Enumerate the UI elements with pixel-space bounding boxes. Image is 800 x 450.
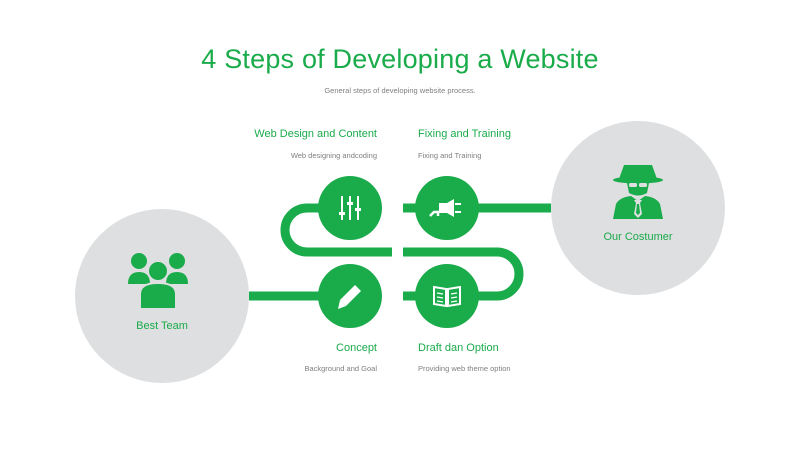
step-desc-draft: Providing web theme option [418,364,511,373]
our-costumer-label: Our Costumer [603,231,673,243]
step-desc-web-design: Web designing andcoding [290,151,377,160]
team-icon [128,253,188,310]
pencil-icon [338,285,361,309]
step-title-concept: Concept [336,342,377,354]
plug-icon [429,199,461,217]
page-title: 4 Steps of Developing a Website [201,44,599,74]
step-desc-concept: Background and Goal [304,364,377,373]
step-title-draft: Draft dan Option [418,342,499,354]
open-book-icon [433,285,461,308]
spy-agent-icon [613,165,663,219]
sliders-icon [339,196,361,220]
page-subtitle: General steps of developing website proc… [324,86,476,95]
step-desc-fixing: Fixing and Training [418,151,482,160]
step-title-web-design: Web Design and Content [254,128,377,140]
path-segment [280,203,392,257]
process-path [249,203,551,301]
best-team-label: Best Team [136,320,188,332]
path-segment [403,247,524,301]
step-title-fixing: Fixing and Training [418,128,511,140]
